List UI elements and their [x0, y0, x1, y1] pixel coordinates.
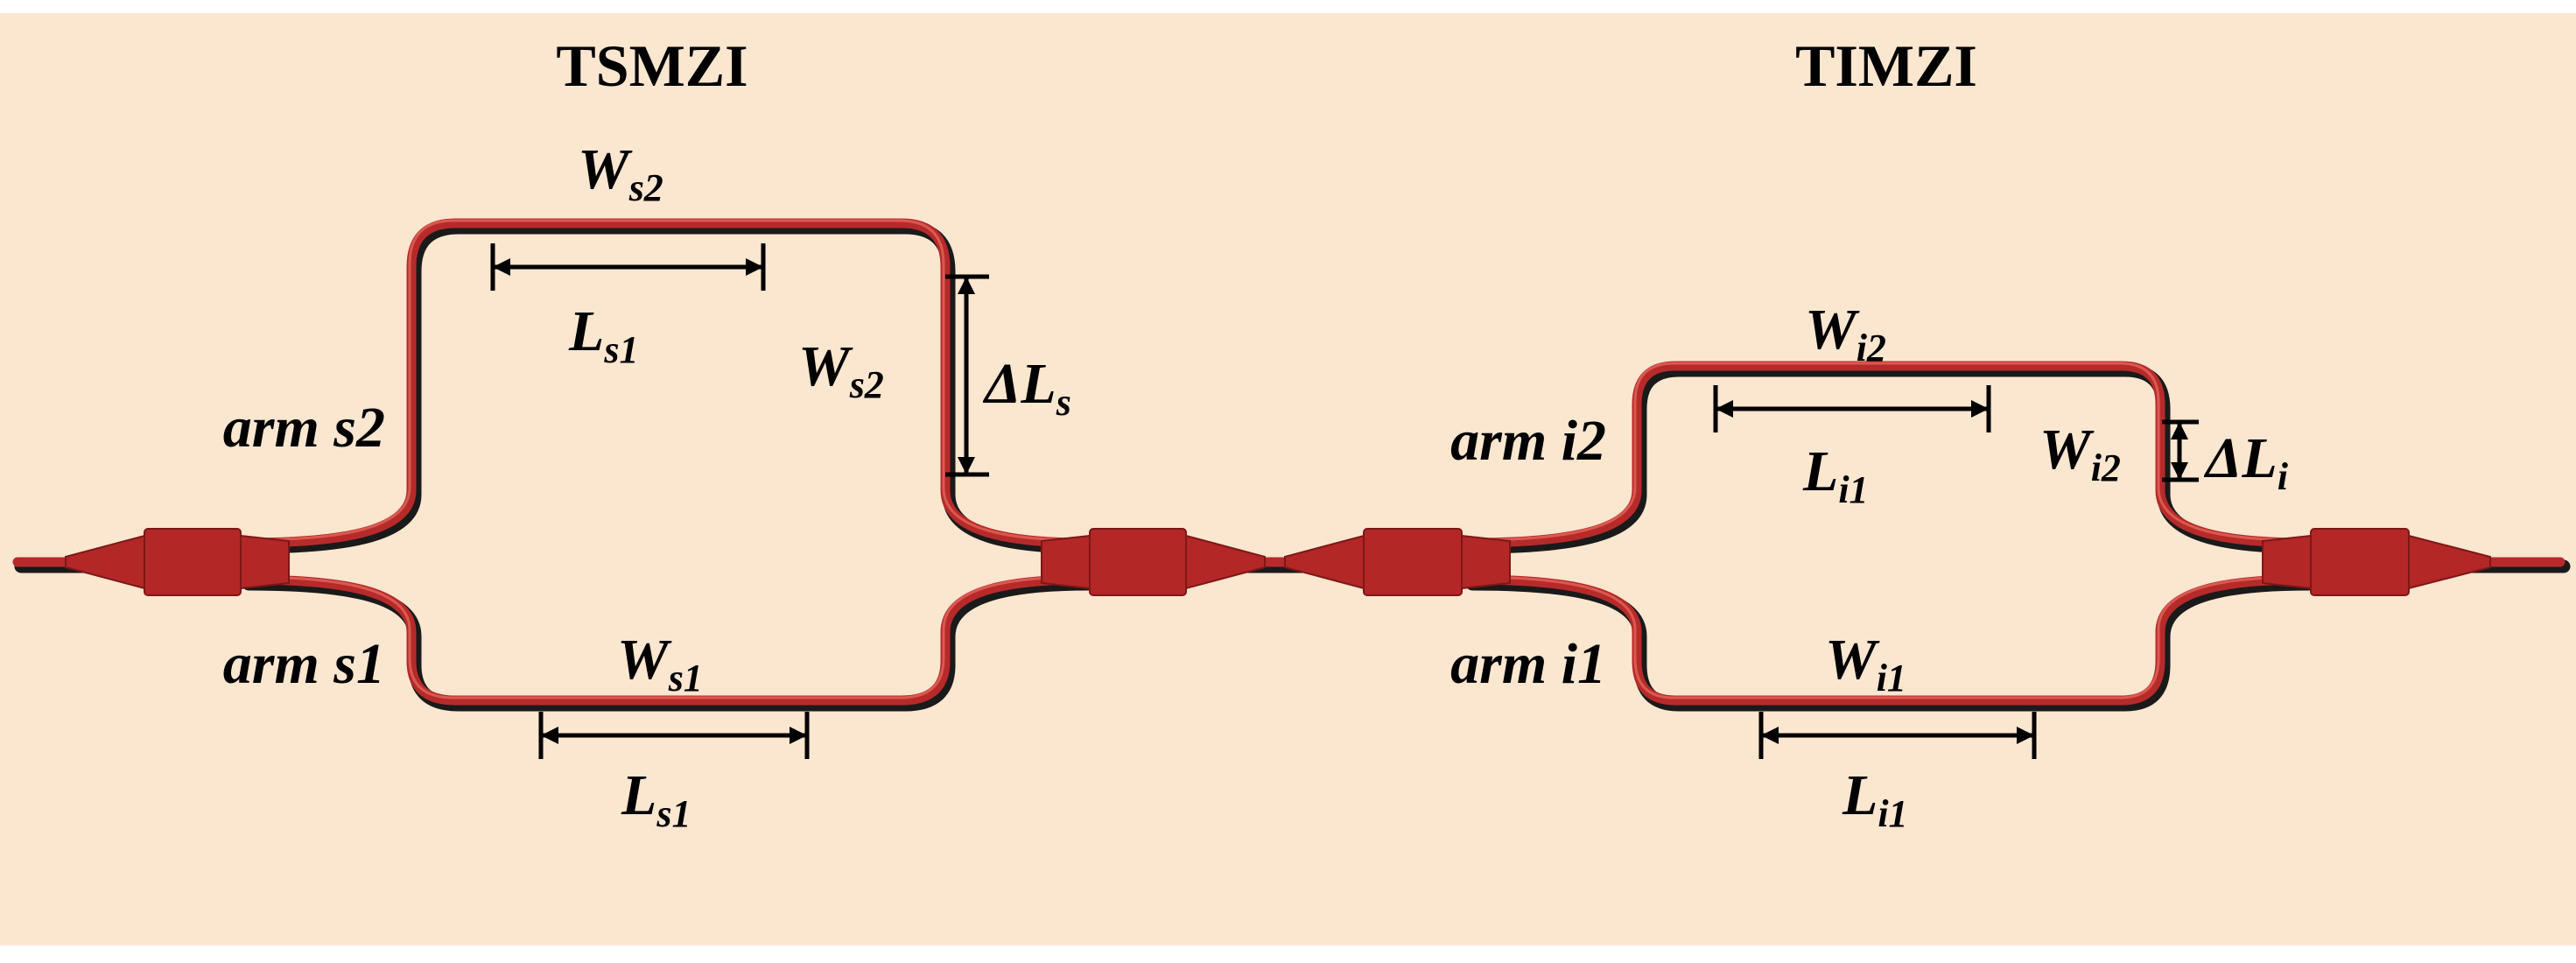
tsmzi-delta-length-label: ΔLs: [982, 352, 1071, 424]
timzi-side-width-label: Wi2: [2039, 418, 2121, 489]
tsmzi-lower-length-label: Ls1: [621, 763, 691, 835]
diagram-background: [0, 13, 2576, 945]
timzi-upper-width-label: Wi2: [1805, 298, 1886, 369]
timzi-upper-length-label: Li1: [1802, 439, 1869, 511]
tsmzi-arm-s2-waveguide: [240, 218, 1091, 548]
timzi-delta-length-label: ΔLi: [2203, 426, 2289, 498]
timzi-title: TIMZI: [1795, 32, 1977, 99]
tsmzi-upper-length-label: Ls1: [568, 299, 638, 371]
tsmzi-arm-s1-label: arm s1: [223, 632, 385, 696]
timzi-lower-width-label: Wi1: [1825, 628, 1906, 699]
timzi-input-coupler: [1284, 528, 1511, 596]
tsmzi-output-coupler: [1041, 528, 1266, 596]
tsmzi-arm-s1-waveguide: [240, 574, 1091, 706]
tsmzi-input-coupler: [65, 528, 290, 596]
tsmzi-dimensions: [490, 243, 989, 759]
tsmzi-title: TSMZI: [556, 32, 748, 99]
tsmzi-side-width-label: Ws2: [798, 334, 884, 406]
tsmzi-upper-width-label: Ws2: [578, 137, 663, 209]
timzi-output-coupler: [2262, 528, 2491, 596]
timzi-arm-i2-label: arm i2: [1450, 409, 1606, 473]
tsmzi-lower-width-label: Ws1: [617, 628, 703, 699]
timzi-arm-i1-waveguide: [1463, 574, 2312, 706]
timzi-lower-length-label: Li1: [1842, 763, 1908, 835]
timzi-arm-i2-waveguide: [1463, 361, 2312, 548]
timzi-dimensions: [1713, 385, 2199, 759]
timzi-arm-i1-label: arm i1: [1450, 632, 1606, 696]
tsmzi-arm-s2-label: arm s2: [223, 396, 385, 460]
